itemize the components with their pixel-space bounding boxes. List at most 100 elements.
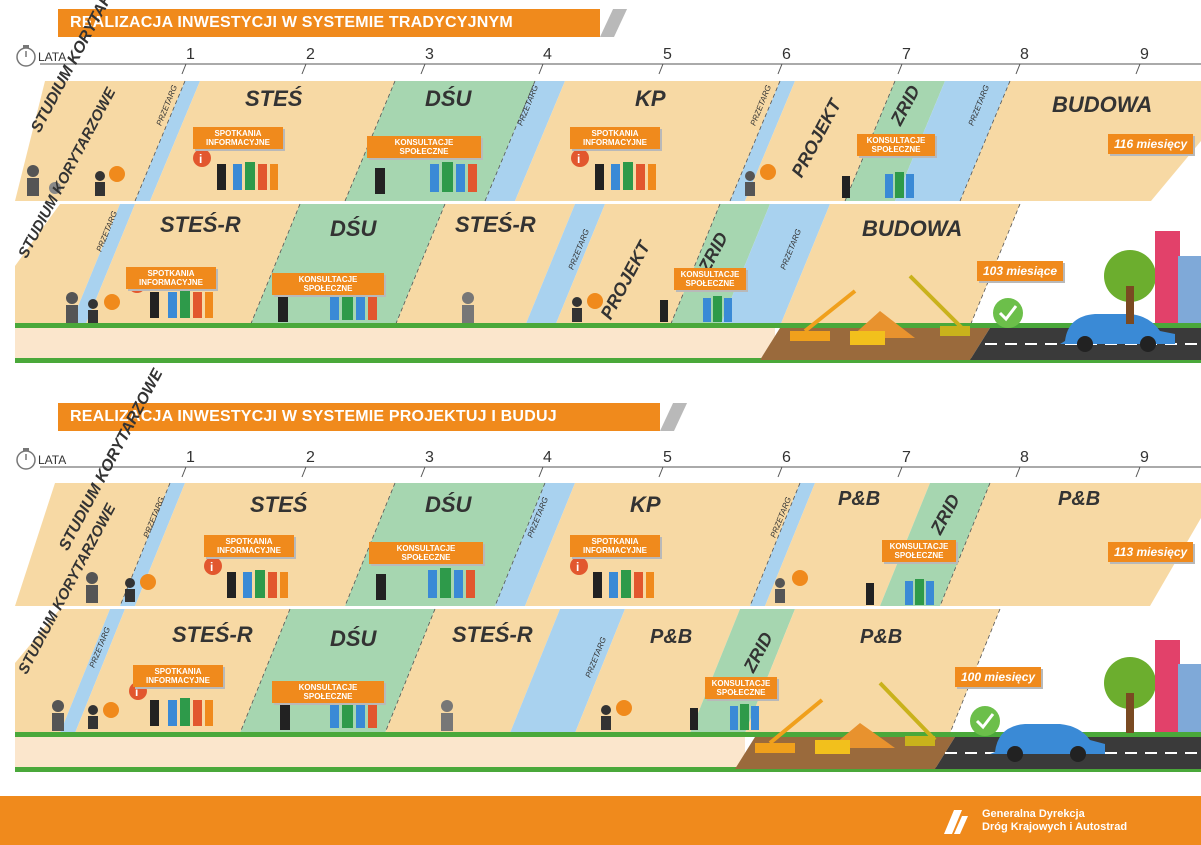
people-group-icon: [280, 698, 377, 730]
stopwatch-icon: [16, 45, 36, 67]
desk-worker-icon: [88, 299, 98, 323]
stage-label: STEŚ-R: [160, 212, 241, 237]
duration-badge: 103 miesiące: [977, 261, 1064, 281]
people-group-icon: [866, 579, 934, 605]
consultation-tag: KONSULTACJE SPOŁECZNE: [367, 136, 481, 158]
info-meeting-tag: SPOTKANIA INFORMACYJNE: [204, 535, 294, 557]
year-7: 7: [902, 46, 911, 63]
stage-przetarg: [510, 609, 625, 733]
worker-icon: [52, 700, 64, 731]
timeline-header: LATA 1 2 3 4 5 6 7 8 9: [0, 443, 1201, 483]
year-2: 2: [306, 449, 315, 466]
ground-strip: [15, 735, 745, 769]
stage-label: KP: [630, 492, 661, 517]
checkmark-icon: [970, 706, 1000, 736]
svg-text:i: i: [576, 560, 579, 574]
year-4: 4: [543, 449, 552, 466]
info-meeting-tag: SPOTKANIA INFORMACYJNE: [570, 127, 660, 149]
years-label: LATA: [38, 453, 67, 467]
car-icon: [1060, 314, 1175, 352]
checkmark-icon: [993, 298, 1023, 328]
stage-przetarg: [720, 204, 830, 326]
consultation-tag: KONSULTACJE SPOŁECZNE: [882, 540, 956, 562]
worker-icon: [66, 292, 78, 323]
duration-badge: 116 miesięcy: [1108, 134, 1194, 154]
year-5: 5: [663, 46, 672, 63]
stage-label: STEŚ-R: [455, 212, 536, 237]
desk-worker-icon: [745, 171, 755, 196]
stopwatch-icon: [16, 448, 36, 470]
stage-pb: [575, 609, 740, 733]
stage-studium: [15, 81, 185, 201]
stage-przetarg: [730, 81, 795, 201]
grass-line: [15, 732, 1201, 737]
car-icon: [990, 724, 1105, 762]
timeline-axis: [16, 448, 1201, 478]
stage-przetarg: [750, 483, 815, 606]
gear-icon: [49, 182, 61, 194]
year-5: 5: [663, 449, 672, 466]
stage-przetarg: [120, 483, 185, 606]
crane-icon: [755, 698, 824, 753]
desk-worker-icon: [88, 705, 98, 729]
stage-przetarg: [525, 204, 605, 326]
stage-zrid: [690, 609, 795, 733]
clock-icon: [109, 166, 125, 182]
stage-przetarg: [495, 483, 575, 606]
people-group-icon: [278, 290, 377, 322]
section-2-stages: i i i: [15, 482, 1201, 772]
svg-text:i: i: [210, 560, 213, 574]
year-7: 7: [902, 449, 911, 466]
excavator-icon: [850, 331, 885, 345]
stage-przetarg: [135, 81, 200, 201]
desk-worker-icon: [601, 705, 611, 730]
crane-icon: [908, 274, 970, 336]
stage-label: DŚU: [425, 86, 472, 111]
consultation-tag: KONSULTACJE SPOŁECZNE: [674, 268, 746, 290]
people-group-icon: [690, 704, 759, 730]
clock-icon: [587, 293, 603, 309]
svg-text:i: i: [577, 152, 580, 166]
stage-label: STEŚ: [250, 492, 308, 517]
stage-budowa: [960, 81, 1201, 201]
stage-label: DŚU: [425, 492, 472, 517]
tree-icon: [1104, 250, 1156, 324]
consultation-tag: KONSULTACJE SPOŁECZNE: [272, 273, 384, 295]
year-8: 8: [1020, 46, 1029, 63]
footer-org-name: Generalna Dyrekcja Dróg Krajowych i Auto…: [982, 808, 1127, 834]
section-1-stages: i i i: [15, 80, 1201, 363]
year-1: 1: [186, 46, 195, 63]
footer-line-1: Generalna Dyrekcja: [982, 808, 1085, 820]
info-icon: i: [193, 149, 211, 167]
stage-label: DŚU: [330, 216, 377, 241]
people-group-icon: [150, 290, 213, 318]
clock-icon: [104, 294, 120, 310]
stage-label: DŚU: [330, 626, 377, 651]
year-6: 6: [782, 449, 791, 466]
stage-label: STEŚ: [245, 86, 303, 111]
building-icon: [1155, 231, 1201, 323]
worker-icon: [86, 572, 98, 603]
year-9: 9: [1140, 46, 1149, 63]
building-icon: [1155, 640, 1201, 732]
stage-pb: [940, 483, 1201, 606]
year-9: 9: [1140, 449, 1149, 466]
year-8: 8: [1020, 449, 1029, 466]
consultation-tag: KONSULTACJE SPOŁECZNE: [857, 134, 935, 156]
people-group-icon: [150, 698, 213, 726]
section-title: REALIZACJA INWESTYCJI W SYSTEMIE TRADYCY…: [58, 9, 600, 37]
desk-worker-icon: [125, 578, 135, 602]
timeline-axis: [16, 45, 1201, 75]
info-icon: i: [570, 557, 588, 575]
year-4: 4: [543, 46, 552, 63]
info-icon: i: [204, 557, 222, 575]
stage-label: STEŚ-R: [452, 622, 533, 647]
worker-icon: [462, 292, 474, 323]
clock-icon: [103, 702, 119, 718]
svg-text:i: i: [199, 152, 202, 166]
year-3: 3: [425, 449, 434, 466]
ground-strip: [15, 326, 775, 360]
duration-badge: 113 miesięcy: [1108, 542, 1194, 562]
desk-worker-icon: [572, 297, 582, 322]
stage-label: BUDOWA: [1052, 92, 1153, 117]
